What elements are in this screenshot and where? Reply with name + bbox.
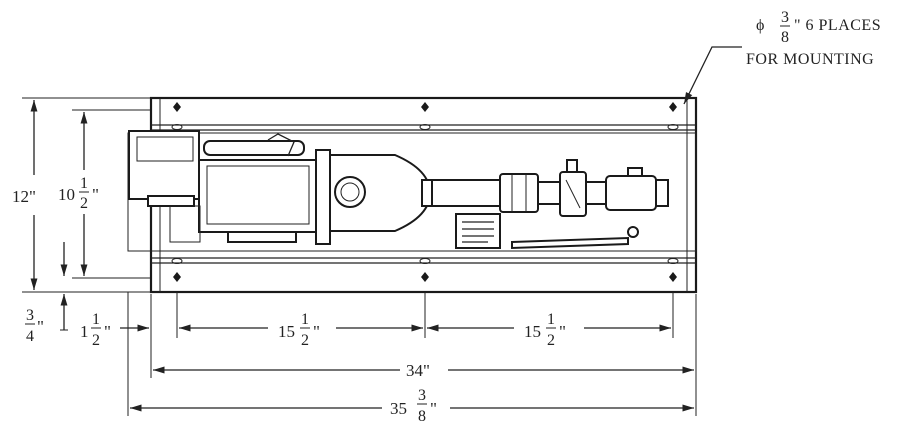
label-offset-left-whole: 1 xyxy=(80,322,89,341)
mounting-hole xyxy=(669,272,677,282)
pump-assembly xyxy=(127,130,697,252)
mounting-hole xyxy=(669,102,677,112)
note-fraction-numerator: 3 xyxy=(781,9,789,26)
label-height-inner-den: 2 xyxy=(80,195,88,212)
mounting-holes xyxy=(171,102,679,282)
label-offset-bottom-num: 3 xyxy=(26,307,34,324)
label-offset-bottom-den: 4 xyxy=(26,328,34,345)
label-width-inner: 34" xyxy=(406,361,430,380)
label-span-right-den: 2 xyxy=(547,332,555,349)
label-offset-left-suffix: " xyxy=(104,322,111,341)
dimension-span-right: 15 1 2 " xyxy=(427,292,674,349)
label-span-left-num: 1 xyxy=(301,311,309,328)
mounting-hole xyxy=(421,102,429,112)
mounting-hole xyxy=(173,102,181,112)
label-span-left-suffix: " xyxy=(313,322,320,341)
label-width-overall-whole: 35 xyxy=(390,399,407,418)
label-width-overall-suffix: " xyxy=(430,399,437,418)
mounting-note: ϕ 3 8 " 6 PLACES FOR MOUNTING xyxy=(683,9,881,105)
label-width-overall-num: 3 xyxy=(418,387,426,404)
label-span-right-whole: 15 xyxy=(524,322,541,341)
label-height-inner-num: 1 xyxy=(80,175,88,192)
dimension-offset-bottom: 3 4 " xyxy=(25,242,68,345)
label-offset-bottom-suffix: " xyxy=(37,317,44,336)
label-offset-left-den: 2 xyxy=(92,332,100,349)
dimension-width-inner: 34" xyxy=(153,294,697,416)
label-span-right-num: 1 xyxy=(547,311,555,328)
label-span-left-whole: 15 xyxy=(278,322,295,341)
dimension-width-overall: 35 3 8 " xyxy=(130,387,694,425)
diameter-symbol: ϕ xyxy=(756,17,765,34)
note-fraction-denominator: 8 xyxy=(781,29,789,46)
label-width-overall-den: 8 xyxy=(418,408,426,425)
label-height-inner-suffix: " xyxy=(92,185,99,204)
note-line-2: FOR MOUNTING xyxy=(746,51,874,68)
label-offset-left-num: 1 xyxy=(92,311,100,328)
label-height-overall: 12" xyxy=(12,187,36,206)
dimension-height-inner: 10 1 2 " xyxy=(58,109,150,279)
label-span-right-suffix: " xyxy=(559,322,566,341)
dimension-offset-left: 1 1 2 " xyxy=(80,292,178,416)
dimension-height-overall: 1 2" xyxy=(12,97,150,293)
label-span-left-den: 2 xyxy=(301,332,309,349)
mounting-hole xyxy=(173,272,181,282)
dimension-span-left: 15 1 2 " xyxy=(179,292,426,349)
label-height-inner-whole: 10 xyxy=(58,185,75,204)
note-line-1: " 6 PLACES xyxy=(794,17,881,34)
mounting-hole xyxy=(421,272,429,282)
